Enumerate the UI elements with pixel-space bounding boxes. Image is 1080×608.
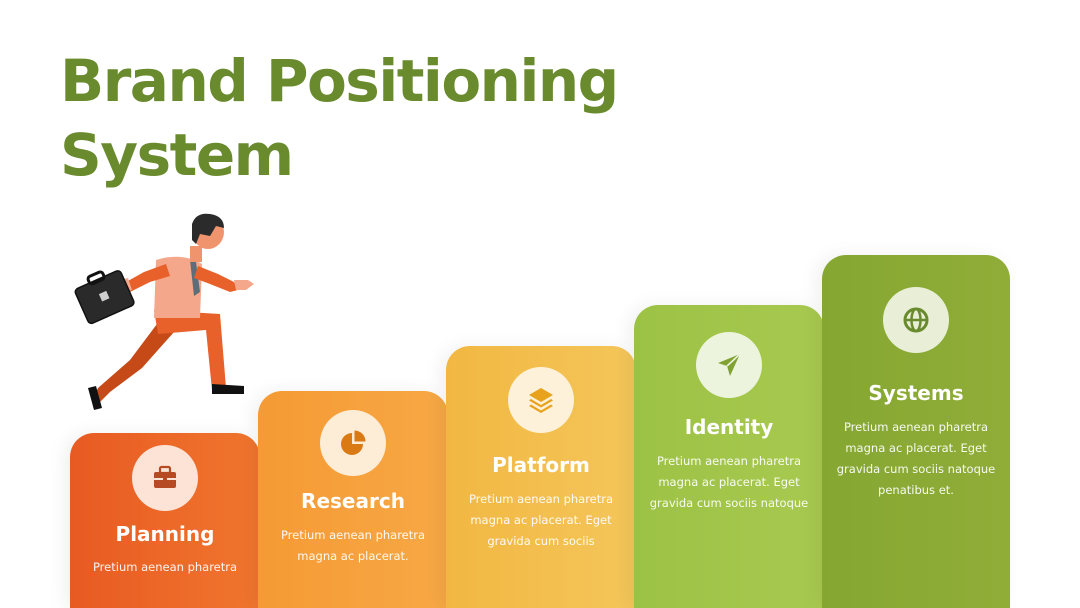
pie-chart-icon — [341, 430, 366, 455]
step-description: Pretium aenean pharetra magna ac placera… — [468, 492, 614, 548]
step-icon-circle — [883, 287, 949, 353]
step-title: Research — [301, 489, 405, 513]
step-planning: Planning Pretium aenean pharetra — [70, 433, 260, 608]
running-businessman-illustration — [74, 213, 254, 410]
step-title: Platform — [492, 453, 590, 477]
step-icon-circle — [696, 332, 762, 398]
step-description: Pretium aenean pharetra — [92, 560, 238, 574]
step-title: Systems — [868, 381, 964, 405]
step-platform: Platform Pretium aenean pharetra magna a… — [446, 346, 636, 608]
step-icon-circle — [508, 367, 574, 433]
slide-title: Brand Positioning System — [60, 47, 619, 189]
briefcase-icon — [154, 465, 176, 488]
globe-icon — [903, 307, 929, 333]
step-title: Planning — [115, 522, 215, 546]
step-research: Research Pretium aenean pharetra magna a… — [258, 391, 448, 608]
step-systems: Systems Pretium aenean pharetra magna ac… — [822, 255, 1010, 608]
step-identity: Identity Pretium aenean pharetra magna a… — [634, 305, 824, 608]
step-title: Identity — [684, 415, 774, 439]
step-description: Pretium aenean pharetra magna ac placera… — [836, 420, 996, 497]
send-icon — [718, 353, 741, 376]
step-icon-circle — [320, 410, 386, 476]
step-icon-circle — [132, 445, 198, 511]
layers-icon — [529, 388, 553, 413]
step-description: Pretium aenean pharetra magna ac placera… — [280, 528, 426, 563]
step-description: Pretium aenean pharetra magna ac placera… — [649, 454, 809, 510]
